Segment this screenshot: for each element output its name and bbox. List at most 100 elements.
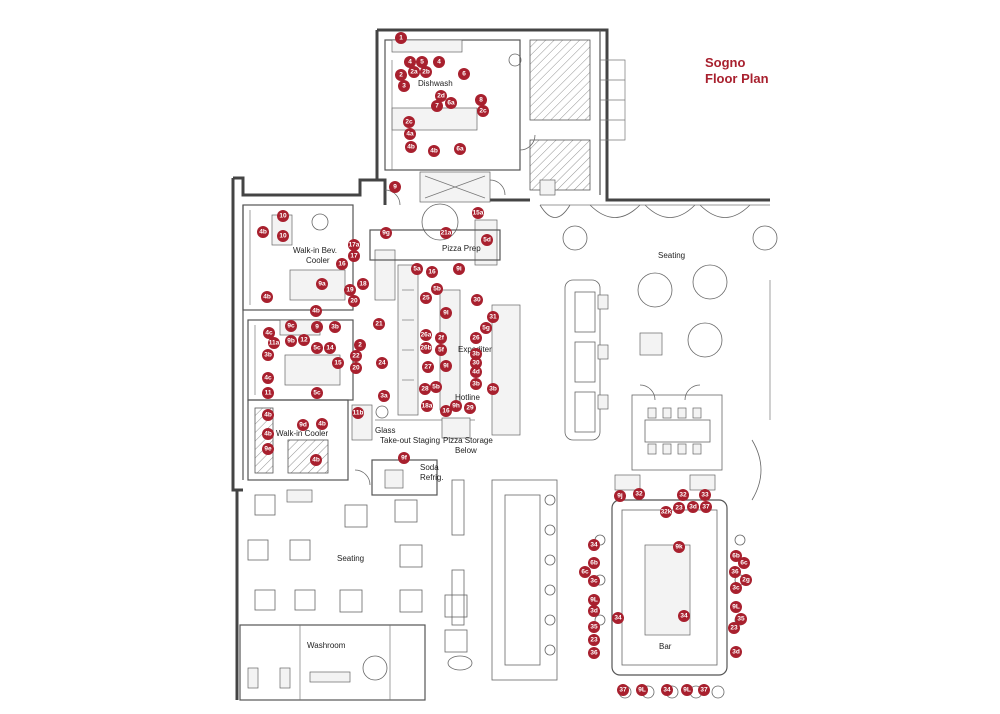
equipment-tag-label: 10: [279, 213, 287, 220]
equipment-tag-marker: 26b: [420, 342, 432, 354]
equipment-tag-label: 30: [473, 297, 481, 304]
equipment-tag-label: 4: [437, 59, 441, 66]
equipment-tag-circle: [405, 141, 417, 153]
equipment-tag-marker: 6c: [579, 566, 591, 578]
equipment-tag-marker: 32: [633, 488, 645, 500]
equipment-tag-label: 22: [352, 353, 360, 360]
equipment-tag-marker: 9h: [450, 400, 462, 412]
equipment-tag-marker: 12: [298, 334, 310, 346]
equipment-tag-marker: 4b: [257, 226, 269, 238]
equipment-tag-marker: 33: [699, 489, 711, 501]
equipment-tag-marker: 34: [612, 612, 624, 624]
equipment-tag-marker: 3c: [730, 582, 742, 594]
north-banquettes: [539, 204, 778, 251]
equipment-tag-marker: 3d: [687, 501, 699, 513]
equipment-tag-marker: 16: [336, 258, 348, 270]
equipment-tag-label: 4b: [318, 421, 326, 428]
equipment-tag-circle: [470, 378, 482, 390]
equipment-tag-label: 23: [730, 625, 738, 632]
equipment-tag-marker: 16: [426, 266, 438, 278]
equipment-tag-circle: [699, 489, 711, 501]
equipment-tag-circle: [419, 383, 431, 395]
equipment-tag-circle: [316, 418, 328, 430]
equipment-tag-marker: 24: [376, 357, 388, 369]
equipment-tag-label: 9j: [617, 493, 623, 500]
equipment-tag-circle: [408, 66, 420, 78]
equipment-tag-circle: [440, 227, 452, 239]
equipment-tag-marker: 10: [277, 210, 289, 222]
equipment-tag-circle: [262, 443, 274, 455]
equipment-tag-marker: 21: [373, 318, 385, 330]
equipment-tag-circle: [350, 350, 362, 362]
equipment-tag-marker: 25: [420, 292, 432, 304]
equipment-tag-label: 32k: [661, 509, 672, 516]
equipment-tag-circle: [588, 647, 600, 659]
equipment-tag-label: 3b: [264, 352, 272, 359]
equipment-tag-marker: 37: [700, 501, 712, 513]
equipment-tag-circle: [297, 419, 309, 431]
equipment-tag-label: 4b: [407, 144, 415, 151]
equipment-tag-marker: 19: [344, 284, 356, 296]
equipment-tag-label: 4c: [265, 330, 273, 337]
equipment-tag-circle: [471, 294, 483, 306]
equipment-tag-marker: 30: [471, 294, 483, 306]
room-label-washroom: Washroom: [307, 641, 346, 650]
equipment-tag-circle: [730, 601, 742, 613]
equipment-tag-circle: [673, 541, 685, 553]
equipment-tag-marker: 9a: [316, 278, 328, 290]
equipment-tag-circle: [440, 307, 452, 319]
equipment-tag-circle: [373, 318, 385, 330]
equipment-tag-label: 29: [466, 405, 474, 412]
equipment-tag-marker: 8: [475, 94, 487, 106]
equipment-tag-circle: [262, 349, 274, 361]
hotline: [374, 249, 521, 436]
equipment-tag-label: 6: [462, 71, 466, 78]
equipment-tag-circle: [262, 409, 274, 421]
equipment-tag-label: 4b: [312, 308, 320, 315]
equipment-tag-marker: 3b: [470, 378, 482, 390]
equipment-tag-circle: [389, 181, 401, 193]
equipment-tag-label: 37: [702, 504, 710, 511]
equipment-tag-circle: [735, 613, 747, 625]
equipment-tag-circle: [738, 557, 750, 569]
equipment-tag-label: 36: [590, 650, 598, 657]
equipment-tag-label: 3b: [472, 351, 480, 358]
equipment-tag-label: 18a: [422, 403, 433, 410]
equipment-tag-label: 5f: [438, 347, 445, 354]
equipment-tag-circle: [588, 594, 600, 606]
equipment-tag-label: 6b: [732, 553, 740, 560]
room-label-walkin-bev-1: Walk-in Bev.: [293, 246, 337, 255]
room-label-takeout-staging: Take-out Staging: [380, 436, 440, 445]
equipment-tag-label: 4b: [312, 457, 320, 464]
equipment-tag-marker: 35: [735, 613, 747, 625]
equipment-tag-circle: [678, 610, 690, 622]
equipment-tag-label: 10: [279, 233, 287, 240]
equipment-tag-label: 9L: [638, 687, 646, 694]
equipment-tag-circle: [433, 56, 445, 68]
equipment-tag-label: 17: [350, 253, 358, 260]
equipment-tag-circle: [673, 502, 685, 514]
equipment-tag-circle: [310, 454, 322, 466]
equipment-tag-circle: [730, 646, 742, 658]
equipment-tag-marker: 6a: [445, 97, 457, 109]
equipment-tag-marker: 5d: [481, 234, 493, 246]
room-label-soda-1: Soda: [420, 463, 439, 472]
equipment-tag-circle: [480, 322, 492, 334]
equipment-tag-marker: 9l: [440, 307, 452, 319]
equipment-tag-label: 2a: [410, 69, 418, 76]
equipment-tag-label: 9a: [318, 281, 326, 288]
room-label-walkin-cooler: Walk-in Cooler: [276, 429, 328, 438]
equipment-tag-circle: [285, 320, 297, 332]
equipment-tag-circle: [729, 566, 741, 578]
equipment-tag-circle: [348, 239, 360, 251]
equipment-tag-label: 37: [700, 687, 708, 694]
equipment-tag-circle: [579, 566, 591, 578]
equipment-tag-marker: 4c: [263, 327, 275, 339]
equipment-tag-marker: 32k: [660, 506, 672, 518]
equipment-tag-marker: 9k: [673, 541, 685, 553]
equipment-tag-label: 9: [393, 184, 397, 191]
equipment-tag-label: 26a: [421, 332, 432, 339]
equipment-tag-marker: 4a: [404, 128, 416, 140]
room-label-walkin-bev-2: Cooler: [306, 256, 330, 265]
equipment-tag-marker: 6: [458, 68, 470, 80]
